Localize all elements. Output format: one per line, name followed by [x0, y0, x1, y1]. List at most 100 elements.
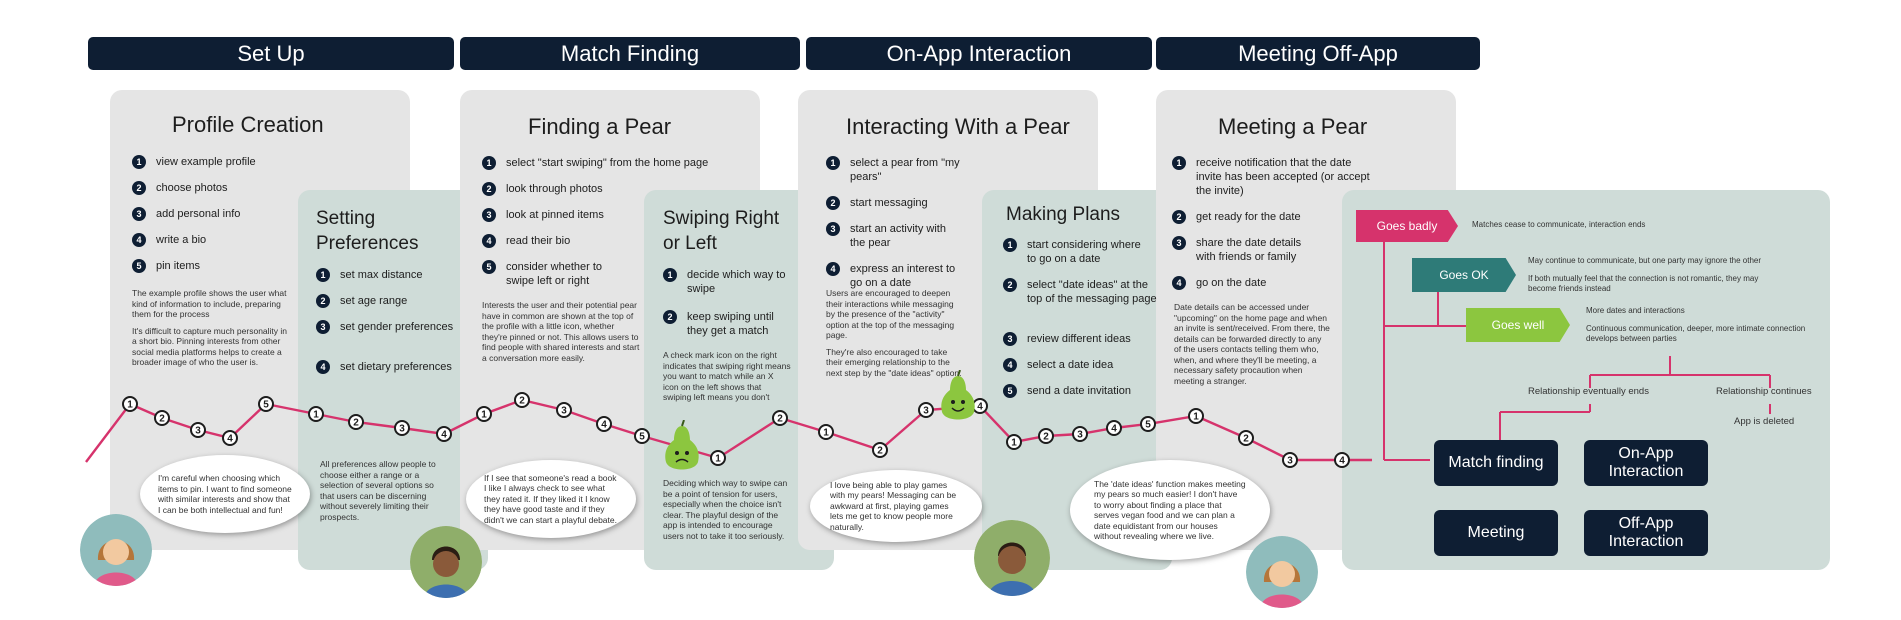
journey-point	[190, 422, 206, 438]
journey-point-number: 3	[399, 424, 405, 435]
journey-point	[1188, 408, 1204, 424]
interacting-desc: Users are encouraged to deepen their int…	[826, 288, 962, 378]
journey-point-number: 1	[715, 454, 721, 465]
journey-point	[710, 450, 726, 466]
happy-pear-icon	[941, 370, 975, 420]
journey-point-number: 3	[923, 406, 929, 417]
journey-point-number: 2	[159, 414, 165, 425]
journey-point	[1334, 452, 1350, 468]
phase-meeting-off-app: Meeting Off-App	[1156, 37, 1480, 70]
goes-ok-text: May continue to communicate, but one par…	[1528, 256, 1762, 293]
sad-pear-icon	[665, 420, 699, 470]
journey-point-number: 4	[441, 430, 447, 441]
relationship-ends-label: Relationship eventually ends	[1528, 386, 1649, 397]
quote-bubble: If I see that someone's read a book I li…	[466, 460, 636, 538]
journey-point	[918, 402, 934, 418]
journey-point-number: 1	[127, 400, 133, 411]
journey-point	[1072, 426, 1088, 442]
journey-point	[556, 402, 572, 418]
journey-point	[122, 396, 138, 412]
journey-point-number: 5	[263, 400, 269, 411]
journey-point-number: 2	[777, 414, 783, 425]
journey-point	[348, 414, 364, 430]
journey-point	[222, 430, 238, 446]
goes-badly-badge: Goes badly	[1356, 210, 1458, 242]
match-finding-button[interactable]: Match finding	[1434, 440, 1558, 486]
journey-point-number: 4	[601, 420, 607, 431]
swiping-title: Swiping Right or Left	[663, 208, 780, 254]
phase-match-finding: Match Finding	[460, 37, 800, 70]
card-setting-preferences	[298, 190, 488, 570]
journey-point-number: 3	[195, 426, 201, 437]
on-app-interaction-button[interactable]: On-App Interaction	[1584, 440, 1708, 486]
journey-point	[1140, 416, 1156, 432]
avatar	[410, 526, 482, 598]
avatar	[974, 520, 1050, 596]
meeting-button[interactable]: Meeting	[1434, 510, 1558, 556]
off-app-interaction-button[interactable]: Off-App Interaction	[1584, 510, 1708, 556]
phase-setup: Set Up	[88, 37, 454, 70]
journey-point-number: 5	[1145, 420, 1151, 431]
journey-point-number: 1	[1011, 438, 1017, 449]
swiping-desc-2: Deciding which way to swipe can be a poi…	[663, 478, 788, 541]
journey-point	[872, 442, 888, 458]
journey-point-number: 4	[977, 402, 983, 413]
journey-point	[258, 396, 274, 412]
journey-point-number: 1	[313, 410, 319, 421]
app-deleted-label: App is deleted	[1734, 416, 1795, 427]
journey-point	[818, 424, 834, 440]
phase-on-app-interaction: On-App Interaction	[806, 37, 1152, 70]
setting-preferences-title: Setting Preferences	[316, 208, 419, 254]
journey-point-number: 1	[823, 428, 829, 439]
card-outcomes	[1342, 190, 1830, 570]
journey-point-number: 4	[1339, 456, 1345, 467]
journey-point-number: 2	[877, 446, 883, 457]
setting-preferences-desc: All preferences allow people to choose e…	[320, 459, 436, 522]
journey-point-number: 2	[353, 418, 359, 429]
goes-badly-text: Matches cease to communicate, interactio…	[1472, 220, 1646, 229]
journey-point-number: 4	[1111, 424, 1117, 435]
making-plans-title: Making Plans	[1006, 204, 1121, 225]
quote-bubble: I love being able to play games with my …	[810, 470, 982, 542]
meeting-desc: Date details can be accessed under "upco…	[1174, 302, 1330, 386]
relationship-continues-label: Relationship continues	[1716, 386, 1812, 397]
journey-point-number: 5	[639, 432, 645, 443]
journey-point-number: 2	[1243, 434, 1249, 445]
journey-point	[154, 410, 170, 426]
journey-point-number: 3	[561, 406, 567, 417]
interacting-title: Interacting With a Pear	[846, 114, 1070, 139]
journey-point	[1238, 430, 1254, 446]
journey-point	[1106, 420, 1122, 436]
quote-bubble: I'm careful when choosing which items to…	[140, 455, 310, 533]
